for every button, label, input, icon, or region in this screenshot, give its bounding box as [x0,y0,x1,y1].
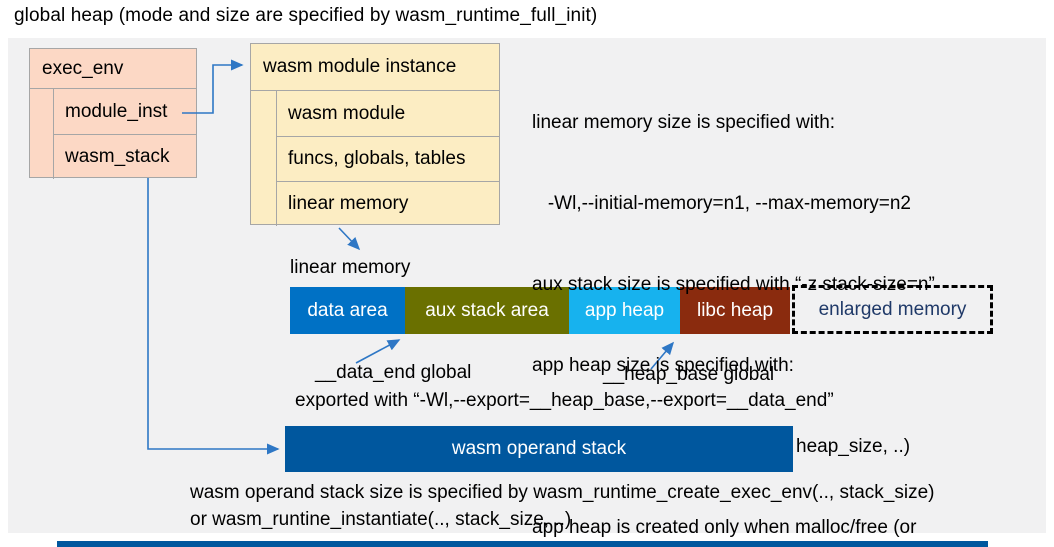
notes-right-block: linear memory size is specified with: -W… [532,55,935,547]
footer-note-line: or wasm_runtine_instantiate(.., stack_si… [190,509,572,530]
page-title: global heap (mode and size are specified… [14,5,598,26]
heap-base-global-label: __heap_base global [603,364,775,385]
data-end-global-label: __data_end global [315,362,472,383]
segment-app-heap: app heap [569,287,680,334]
exec-env-box: exec_env module_inst wasm_stack [29,48,197,179]
linear-memory-label: linear memory [290,257,411,278]
exec-env-title: exec_env [42,57,124,79]
segment-aux-stack-area: aux stack area [405,287,569,334]
wasm-operand-stack-box: wasm operand stack [285,426,793,472]
note-line: linear memory size is specified with: [532,112,836,133]
linear-memory-bar: data area aux stack area app heap libc h… [290,287,790,334]
exec-env-field-wasm-stack: wasm_stack [53,134,196,179]
field-funcs-globals-tables: funcs, globals, tables [276,136,499,181]
exported-with-label: exported with “-Wl,--export=__heap_base,… [295,390,834,411]
segment-data-area: data area [290,287,405,334]
wasm-module-instance-box: wasm module instance wasm module funcs, … [250,43,500,226]
field-linear-memory: linear memory [276,181,499,226]
segment-enlarged-memory: enlarged memory [792,285,993,334]
footer-note-block: wasm operand stack size is specified by … [190,479,935,533]
wasm-module-instance-title: wasm module instance [263,56,457,77]
wasm-module-instance-fields: wasm module funcs, globals, tables linea… [251,90,499,226]
footer-note-line: wasm operand stack size is specified by … [190,482,935,503]
note-line: app heap is created only when malloc/fre… [532,517,917,538]
exec-env-field-module-inst: module_inst [53,89,196,134]
exec-env-fields: module_inst wasm_stack [30,88,196,179]
field-wasm-module: wasm module [276,91,499,136]
segment-libc-heap: libc heap [680,287,790,334]
bottom-accent-strip [57,541,988,547]
note-line: aux stack size is specified with “-z sta… [532,274,935,295]
note-line: -Wl,--initial-memory=n1, --max-memory=n2 [532,193,911,214]
note-line: app heap size is specified with: [532,355,794,376]
